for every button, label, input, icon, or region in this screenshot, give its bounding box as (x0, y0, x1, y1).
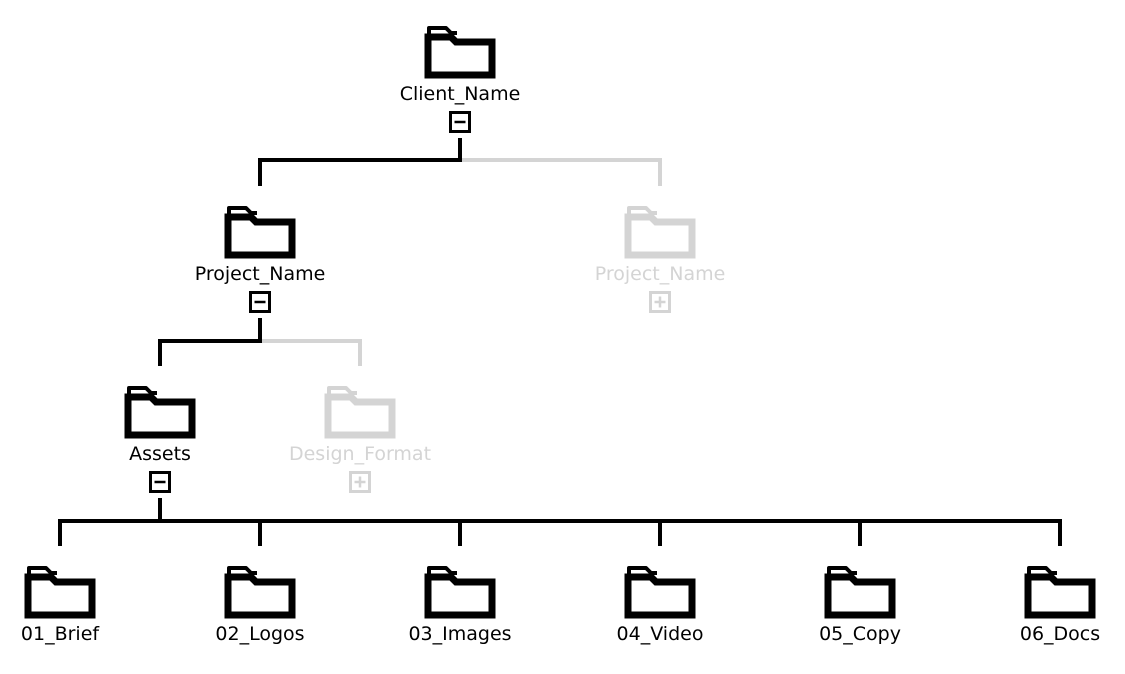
connector-assets-bus (58, 519, 1062, 546)
node-03-images[interactable]: 03_Images (360, 564, 560, 646)
node-label: Project_Name (594, 263, 726, 285)
node-label: 02_Logos (215, 623, 305, 645)
node-05-copy[interactable]: 05_Copy (760, 564, 960, 646)
expand-toggle-icon[interactable] (349, 471, 371, 493)
node-label: Design_Format (288, 443, 432, 465)
collapse-toggle-icon[interactable] (149, 471, 171, 493)
node-04-video[interactable]: 04_Video (560, 564, 760, 646)
expand-toggle-icon[interactable] (649, 291, 671, 313)
node-02-logos[interactable]: 02_Logos (160, 564, 360, 646)
collapse-toggle-icon[interactable] (249, 291, 271, 313)
node-project-name-active[interactable]: Project_Name (160, 204, 360, 313)
connector-client-to-project (258, 138, 462, 186)
node-label: 03_Images (408, 623, 512, 645)
folder-icon (324, 386, 396, 439)
connector-client-to-project-collapsed (460, 158, 662, 186)
folder-icon (124, 386, 196, 439)
node-label: Client_Name (399, 83, 521, 105)
collapse-toggle-icon[interactable] (449, 111, 471, 133)
folder-icon (224, 566, 296, 619)
node-client-name[interactable]: Client_Name (360, 24, 560, 133)
folder-icon (1024, 566, 1096, 619)
folder-icon (824, 566, 896, 619)
folder-icon (224, 206, 296, 259)
node-project-name-collapsed[interactable]: Project_Name (560, 204, 760, 313)
node-06-docs[interactable]: 06_Docs (960, 564, 1125, 646)
folder-icon (24, 566, 96, 619)
node-label: Project_Name (194, 263, 326, 285)
node-label: Assets (129, 443, 191, 465)
folder-icon (424, 26, 496, 79)
connector-project-to-design-format (260, 339, 362, 366)
node-label: 05_Copy (819, 623, 901, 645)
folder-icon (424, 566, 496, 619)
connector-project-to-assets (158, 318, 262, 366)
node-01-brief[interactable]: 01_Brief (0, 564, 160, 646)
folder-icon (624, 566, 696, 619)
node-assets[interactable]: Assets (60, 384, 260, 493)
node-label: 01_Brief (20, 623, 100, 645)
node-label: 06_Docs (1019, 623, 1101, 645)
node-label: 04_Video (616, 623, 704, 645)
node-design-format[interactable]: Design_Format (260, 384, 460, 493)
folder-icon (624, 206, 696, 259)
